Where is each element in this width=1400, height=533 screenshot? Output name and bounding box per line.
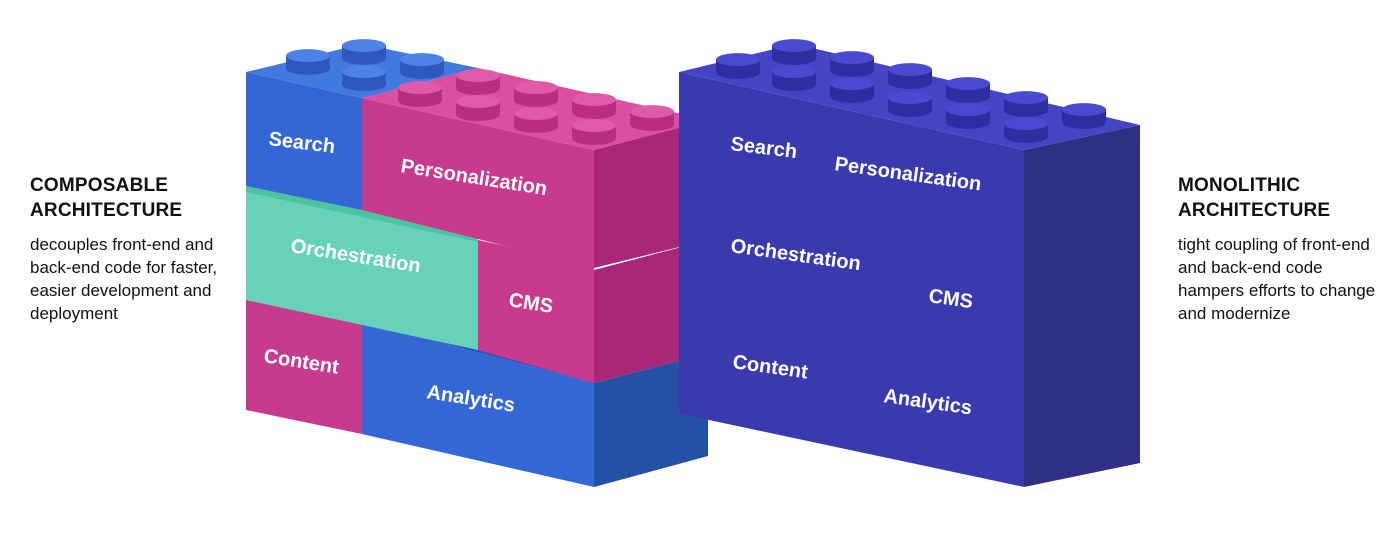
stud-icon — [1004, 91, 1048, 117]
monolithic-caption: MONOLITHIC ARCHITECTURE tight coupling o… — [1178, 173, 1378, 325]
monolithic-title-line1: MONOLITHIC — [1178, 175, 1301, 196]
monolithic-description: tight coupling of front-end and back-end… — [1178, 235, 1376, 323]
stud-icon — [830, 77, 874, 103]
stud-icon — [888, 91, 932, 117]
personalization-block — [362, 98, 594, 268]
search-block — [246, 72, 362, 210]
stud-icon — [716, 53, 760, 79]
content-block — [246, 300, 362, 434]
monolith-side — [1024, 125, 1140, 487]
stud-icon — [772, 65, 816, 91]
stud-icon — [1062, 103, 1106, 129]
stud-icon — [456, 95, 500, 121]
monolithic-title: MONOLITHIC ARCHITECTURE — [1178, 173, 1378, 223]
stud-icon — [456, 69, 500, 95]
cms-block — [478, 240, 594, 383]
stud-icon — [630, 105, 674, 131]
stud-icon — [888, 63, 932, 89]
composable-title-line1: COMPOSABLE — [30, 175, 169, 196]
stud-icon — [772, 39, 816, 65]
composable-caption: COMPOSABLE ARCHITECTURE decouples front-… — [30, 173, 220, 325]
orchestration-top-edge — [246, 186, 478, 242]
stud-icon — [946, 103, 990, 129]
stud-icon — [946, 77, 990, 103]
stud-icon — [286, 49, 330, 75]
monolith-front-lower — [679, 72, 709, 420]
composable-title-line2: ARCHITECTURE — [30, 200, 183, 221]
stud-icon — [514, 107, 558, 133]
stud-icon — [342, 65, 386, 91]
stud-icon — [398, 81, 442, 107]
monolith-front — [679, 72, 1024, 487]
stud-icon — [400, 53, 444, 79]
stud-icon — [1004, 117, 1048, 143]
stud-icon — [342, 39, 386, 65]
monolithic-title-line2: ARCHITECTURE — [1178, 200, 1331, 221]
stud-icon — [830, 51, 874, 77]
stud-icon — [514, 81, 558, 107]
stud-icon — [572, 93, 616, 119]
composable-title: COMPOSABLE ARCHITECTURE — [30, 173, 220, 223]
monolithic-brick: Search Personalization Orchestration CMS… — [679, 39, 1140, 487]
composable-description: decouples front-end and back-end code fo… — [30, 235, 218, 323]
stud-icon — [572, 119, 616, 145]
composable-stack: Search Personalization Orchestration CMS… — [246, 39, 708, 487]
analytics-block — [362, 322, 594, 487]
